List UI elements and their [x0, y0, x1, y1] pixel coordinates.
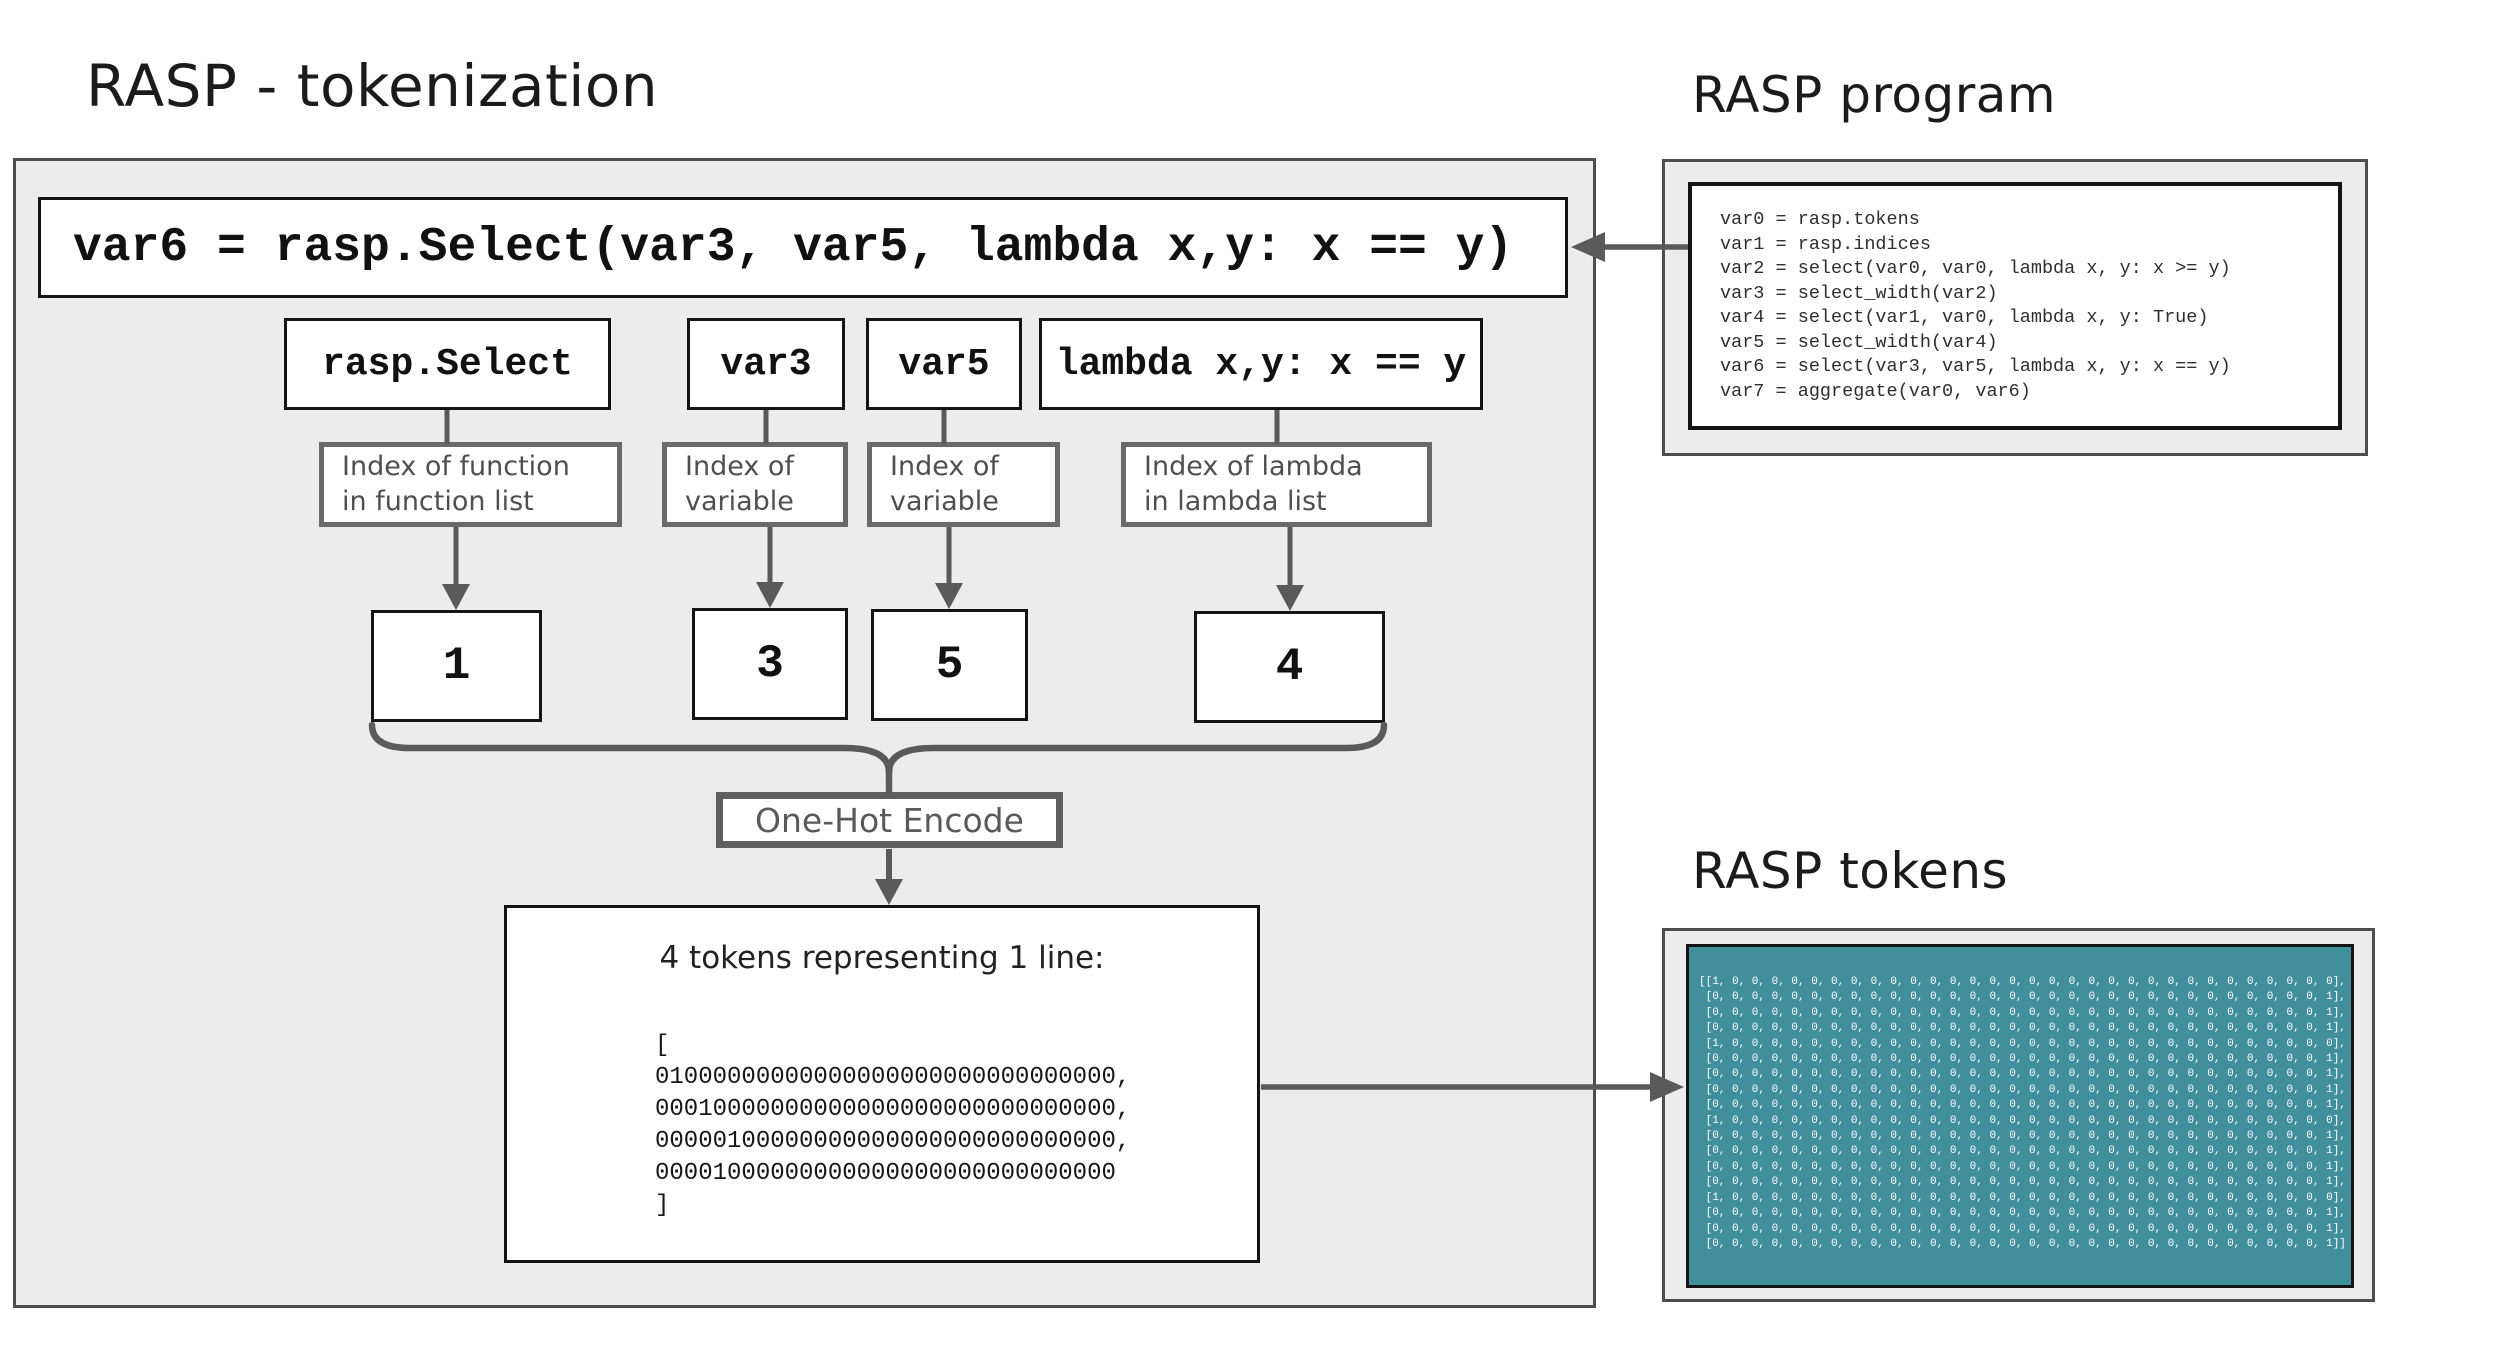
matrix-row: [1, 0, 0, 0, 0, 0, 0, 0, 0, 0, 0, 0, 0, … — [1699, 1114, 2346, 1127]
token-box-rasp-select: rasp.Select — [284, 318, 611, 410]
result-line: 00001000000000000000000000000000 — [655, 1160, 1116, 1187]
matrix-row: [0, 0, 0, 0, 0, 0, 0, 0, 0, 0, 0, 0, 0, … — [1699, 1083, 2346, 1096]
tokens-heading: RASP tokens — [1692, 842, 2009, 900]
program-line: var2 = select(var0, var0, lambda x, y: x… — [1720, 258, 2231, 279]
result-box: 4 tokens representing 1 line: [ 01000000… — [504, 905, 1260, 1263]
matrix-row: [[1, 0, 0, 0, 0, 0, 0, 0, 0, 0, 0, 0, 0,… — [1699, 976, 2346, 988]
index-label-var3: Index of variable — [662, 442, 848, 527]
tokens-matrix-box: [[1, 0, 0, 0, 0, 0, 0, 0, 0, 0, 0, 0, 0,… — [1686, 944, 2354, 1288]
result-line: 00000100000000000000000000000000, — [655, 1128, 1131, 1155]
program-line: var6 = select(var3, var5, lambda x, y: x… — [1720, 356, 2231, 377]
program-line: var4 = select(var1, var0, lambda x, y: T… — [1720, 307, 2209, 328]
matrix-row: [1, 0, 0, 0, 0, 0, 0, 0, 0, 0, 0, 0, 0, … — [1699, 1191, 2346, 1204]
matrix-row: [0, 0, 0, 0, 0, 0, 0, 0, 0, 0, 0, 0, 0, … — [1699, 1145, 2346, 1158]
program-line: var7 = aggregate(var0, var6) — [1720, 380, 2031, 402]
matrix-row: [0, 0, 0, 0, 0, 0, 0, 0, 0, 0, 0, 0, 0, … — [1699, 1053, 2346, 1066]
token-to-index-lines — [444, 410, 1280, 444]
matrix-row: [0, 0, 0, 0, 0, 0, 0, 0, 0, 0, 0, 0, 0, … — [1699, 1160, 2346, 1173]
index-value-4: 4 — [1194, 611, 1385, 723]
index-label-function: Index of function in function list — [319, 442, 622, 527]
matrix-row: [0, 0, 0, 0, 0, 0, 0, 0, 0, 0, 0, 0, 0, … — [1699, 1237, 2346, 1250]
result-line: 00010000000000000000000000000000, — [655, 1096, 1131, 1123]
program-code-box: var0 = rasp.tokens var1 = rasp.indices v… — [1688, 182, 2342, 430]
matrix-row: [0, 0, 0, 0, 0, 0, 0, 0, 0, 0, 0, 0, 0, … — [1699, 1207, 2346, 1220]
matrix-row: [0, 0, 0, 0, 0, 0, 0, 0, 0, 0, 0, 0, 0, … — [1699, 1176, 2346, 1189]
page-title: RASP - tokenization — [86, 52, 659, 120]
result-to-tokens-arrow — [1261, 1072, 1684, 1102]
index-label-lambda: Index of lambda in lambda list — [1121, 442, 1432, 527]
merge-brace — [368, 721, 1388, 795]
result-line: ] — [655, 1192, 670, 1219]
matrix-row: [1, 0, 0, 0, 0, 0, 0, 0, 0, 0, 0, 0, 0, … — [1699, 1037, 2346, 1050]
program-line: var3 = select_width(var2) — [1720, 282, 1998, 304]
matrix-row: [0, 0, 0, 0, 0, 0, 0, 0, 0, 0, 0, 0, 0, … — [1699, 1222, 2346, 1235]
one-hot-encode-box: One-Hot Encode — [716, 792, 1063, 848]
token-box-var5: var5 — [866, 318, 1022, 410]
index-to-value-lines — [453, 527, 1293, 589]
matrix-row: [0, 0, 0, 0, 0, 0, 0, 0, 0, 0, 0, 0, 0, … — [1699, 991, 2346, 1004]
matrix-row: [0, 0, 0, 0, 0, 0, 0, 0, 0, 0, 0, 0, 0, … — [1699, 1068, 2346, 1081]
index-value-3: 3 — [692, 608, 848, 720]
index-value-1: 1 — [371, 610, 542, 722]
matrix-row: [0, 0, 0, 0, 0, 0, 0, 0, 0, 0, 0, 0, 0, … — [1699, 1006, 2346, 1019]
index-value-5: 5 — [871, 609, 1028, 721]
index-label-var5: Index of variable — [867, 442, 1060, 527]
formula-box: var6 = rasp.Select(var3, var5, lambda x,… — [38, 197, 1568, 298]
matrix-row: [0, 0, 0, 0, 0, 0, 0, 0, 0, 0, 0, 0, 0, … — [1699, 1130, 2346, 1143]
token-box-var3: var3 — [687, 318, 845, 410]
program-line: var1 = rasp.indices — [1720, 233, 1931, 255]
matrix-row: [0, 0, 0, 0, 0, 0, 0, 0, 0, 0, 0, 0, 0, … — [1699, 1022, 2346, 1035]
down-arrowheads — [442, 582, 1304, 905]
result-line: 01000000000000000000000000000000, — [655, 1064, 1131, 1091]
program-to-formula-arrow — [1571, 232, 1688, 262]
program-heading: RASP program — [1692, 66, 2057, 124]
program-line: var0 = rasp.tokens — [1720, 209, 1920, 230]
token-box-lambda: lambda x,y: x == y — [1039, 318, 1483, 410]
result-line: [ — [655, 1032, 670, 1059]
result-heading: 4 tokens representing 1 line: — [659, 940, 1105, 976]
program-line: var5 = select_width(var4) — [1720, 331, 1998, 353]
matrix-row: [0, 0, 0, 0, 0, 0, 0, 0, 0, 0, 0, 0, 0, … — [1699, 1099, 2346, 1112]
